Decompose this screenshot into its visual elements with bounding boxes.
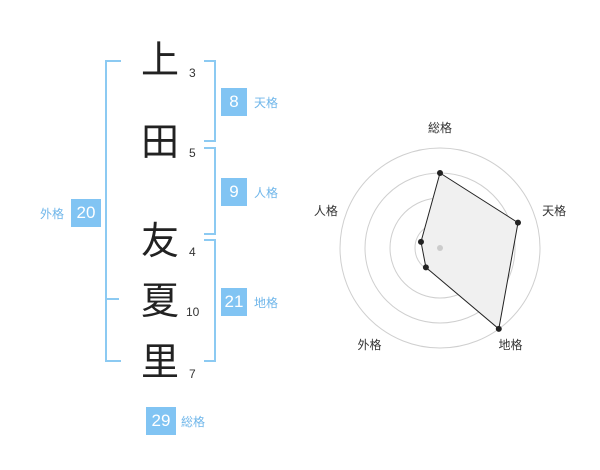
tenkaku-label: 天格: [254, 96, 279, 110]
tenkaku-value: 8: [221, 88, 247, 116]
jinkaku-bracket: [204, 147, 216, 235]
radar-labels: 総格 天格 地格 外格 人格: [314, 120, 566, 352]
gaikaku-value: 20: [71, 199, 101, 227]
radar-points: [417, 170, 521, 332]
outer-bracket-tick: [105, 298, 119, 300]
stroke-count-2: 5: [189, 146, 196, 160]
radar-point-1: [514, 219, 521, 226]
jinkaku-label: 人格: [254, 186, 279, 200]
chikaku-label: 地格: [254, 296, 279, 310]
stroke-count-4: 10: [186, 305, 200, 319]
radar-axis-label-1: 天格: [542, 203, 566, 218]
tenkaku-bracket: [204, 60, 216, 142]
radar-center-dot: [437, 245, 443, 251]
radar-point-3: [422, 264, 429, 271]
radar-axis-label-4: 人格: [314, 203, 338, 218]
radar-point-2: [495, 325, 502, 332]
radar-point-4: [417, 238, 424, 245]
jinkaku-value: 9: [221, 178, 247, 206]
stroke-count-3: 4: [189, 245, 196, 259]
name-char-1: 上: [140, 38, 179, 82]
chikaku-value: 21: [221, 288, 247, 316]
stroke-count-5: 7: [189, 367, 196, 381]
soukaku-label: 総格: [181, 415, 206, 429]
name-char-2: 田: [140, 120, 179, 164]
outer-bracket: [105, 60, 121, 362]
soukaku-value: 29: [146, 407, 176, 435]
stroke-count-1: 3: [189, 66, 196, 80]
radar-axis-label-0: 総格: [428, 120, 452, 135]
name-char-3: 友: [140, 219, 179, 263]
name-char-4: 夏: [140, 279, 179, 323]
radar-ring-4: [339, 147, 541, 349]
radar-axis-label-3: 外格: [357, 337, 381, 352]
radar-polygon: [420, 172, 519, 330]
radar-point-0: [437, 170, 443, 176]
gaikaku-label: 外格: [40, 207, 65, 221]
radar-chart: 総格 天格 地格 外格 人格: [314, 120, 566, 352]
radar-axis-label-2: 地格: [498, 337, 522, 352]
name-char-5: 里: [140, 340, 179, 384]
chikaku-bracket: [204, 239, 216, 362]
